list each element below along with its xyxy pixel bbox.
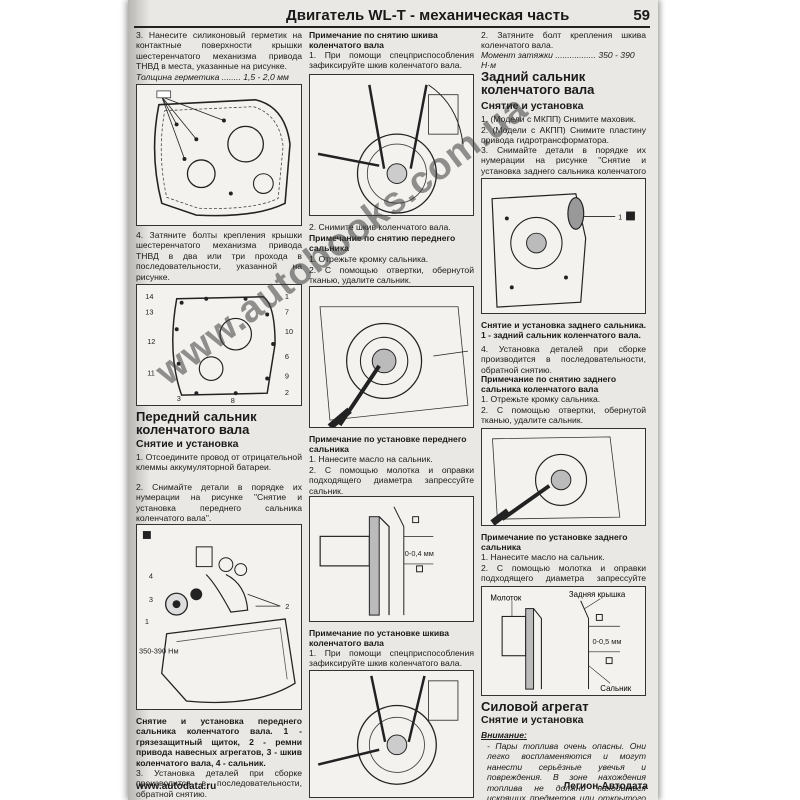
svg-text:2: 2 — [285, 388, 289, 397]
svg-text:2: 2 — [285, 602, 289, 611]
subheading-power-unit: Снятие и установка — [481, 714, 584, 726]
rear-seal-press-figure: Молоток Задняя крышка Сальник 0-0,5 мм — [481, 586, 646, 696]
subheading-removal: Снятие и установка — [136, 438, 239, 450]
rear-dimension-label: 0-0,5 мм — [592, 637, 621, 646]
gear-cover-sealant-figure — [136, 84, 302, 226]
front-seal-exploded-figure: 2 4 3 1 350-390 Нм — [136, 524, 302, 710]
seal-label: Сальник — [600, 684, 631, 693]
front-seal-step-3: 3. Установка деталей при сборке производ… — [136, 768, 302, 799]
note-front-seal-removal-t1: 1. Отрежьте кромку сальника. — [309, 254, 429, 264]
step-3-text: 3. Нанесите силиконовый герметик на конт… — [136, 30, 302, 72]
note-rear-seal-removal-t2: 2. С помощью отвертки, обернутой тканью,… — [481, 405, 646, 426]
note-rear-seal-removal-title: Примечание по снятию заднего сальника ко… — [481, 374, 617, 395]
svg-text:13: 13 — [145, 308, 153, 317]
front-seal-step-2: 2. Снимайте детали в порядке их нумераци… — [136, 482, 302, 524]
note-front-seal-install-t1: 1. Нанесите масло на сальник. — [309, 454, 433, 464]
footer-publisher: Легион-Автодата — [563, 781, 648, 792]
svg-text:1: 1 — [145, 617, 149, 626]
note-pulley-install-title: Примечание по установке шкива коленчатог… — [309, 628, 450, 649]
svg-text:12: 12 — [147, 337, 155, 346]
note-front-seal-removal-title: Примечание по снятию переднего сальника — [309, 233, 456, 254]
rear-seal-part-number: 1 — [618, 212, 622, 221]
rear-seal-step-1: 1. (Модели с МКПП) Снимите маховик. — [481, 114, 637, 124]
note-rear-seal-install-title: Примечание по установке заднего сальника — [481, 532, 628, 553]
svg-text:8: 8 — [231, 396, 235, 405]
note-front-seal-install-t2: 2. С помощью молотка и оправки подходяще… — [309, 465, 474, 496]
rear-cover-label: Задняя крышка — [569, 590, 626, 599]
torque-spec: Момент затяжки ................. 350 - 3… — [481, 50, 635, 71]
book-page: Двигатель WL-T - механическая часть 59 3… — [128, 0, 658, 800]
column-middle: Примечание по снятию шкива коленчатого в… — [309, 30, 474, 798]
svg-text:3: 3 — [177, 394, 181, 403]
footer-website: www.autodata.ru — [136, 781, 217, 792]
hammer-label: Молоток — [490, 594, 522, 603]
note-front-seal-install-title: Примечание по установке переднего сальни… — [309, 434, 467, 455]
svg-text:1: 1 — [285, 292, 289, 301]
step-4-text: 4. Затяните болты крепления крышки шесте… — [136, 230, 302, 282]
pulley-holding-tool-figure — [309, 74, 474, 216]
svg-text:6: 6 — [285, 352, 289, 361]
section-heading-power-unit: Силовой агрегат — [481, 699, 589, 714]
svg-text:7: 7 — [285, 308, 289, 317]
rear-seal-caption: Снятие и установка заднего сальника. 1 -… — [481, 320, 646, 341]
sealant-thickness: Толщина герметика ........ 1,5 - 2,0 мм — [136, 72, 289, 82]
note-pulley-removal-title: Примечание по снятию шкива коленчатого в… — [309, 30, 438, 51]
svg-text:10: 10 — [285, 327, 293, 336]
svg-text:14: 14 — [145, 292, 153, 301]
svg-text:11: 11 — [147, 368, 155, 377]
note-rear-seal-install-t1: 1. Нанесите масло на сальник. — [481, 552, 605, 562]
column-left: 3. Нанесите силиконовый герметик на конт… — [136, 30, 302, 799]
note-rear-seal-removal-t1: 1. Отрежьте кромку сальника. — [481, 394, 601, 404]
warning-text: - Пары топлива очень опасны. Они легко в… — [487, 741, 646, 800]
subheading-rear-removal: Снятие и установка — [481, 100, 584, 112]
svg-text:4: 4 — [149, 571, 153, 580]
note-pulley-removal-text: 1. При помощи спецприспособления зафикси… — [309, 50, 474, 71]
page-header: Двигатель WL-T - механическая часть 59 — [134, 4, 650, 28]
page-number: 59 — [633, 7, 650, 24]
dimension-label: 0-0,4 мм — [405, 549, 434, 558]
svg-text:3: 3 — [149, 595, 153, 604]
rear-seal-step-4: 4. Установка деталей при сборке производ… — [481, 344, 646, 375]
warning-title: Внимание: — [481, 730, 527, 740]
front-seal-step-1: 1. Отсоедините провод от отрицательной к… — [136, 452, 302, 473]
seal-press-depth-figure: 0-0,4 мм — [309, 496, 474, 622]
tighten-pulley-bolt-step: 2. Затяните болт крепления шкива коленча… — [481, 30, 646, 51]
rear-seal-step-2: 2. (Модели с АКПП) Снимите пластину прив… — [481, 125, 646, 146]
torque-label: 350-390 Нм — [139, 647, 179, 656]
note-pulley-install-text: 1. При помощи спецприспособления зафикси… — [309, 648, 474, 669]
front-seal-caption: Снятие и установка переднего сальника ко… — [136, 716, 302, 768]
note-front-seal-removal-t2: 2. С помощью отвертки, обернутой тканью,… — [309, 265, 474, 286]
rear-seal-screwdriver-figure — [481, 428, 646, 526]
page-title: Двигатель WL-T - механическая часть — [286, 7, 570, 24]
section-heading-rear-seal: Задний сальник коленчатого вала — [481, 69, 595, 97]
rear-seal-figure: 1 — [481, 178, 646, 314]
pulley-install-tool-figure — [309, 670, 474, 798]
svg-text:9: 9 — [285, 371, 289, 380]
column-right: 2. Затяните болт крепления шкива коленча… — [481, 30, 646, 800]
section-heading-front-seal: Передний сальник коленчатого вала — [136, 409, 257, 437]
seal-removal-screwdriver-figure — [309, 286, 474, 428]
remove-pulley-step: 2. Снимите шкив коленчатого вала. — [309, 222, 451, 232]
